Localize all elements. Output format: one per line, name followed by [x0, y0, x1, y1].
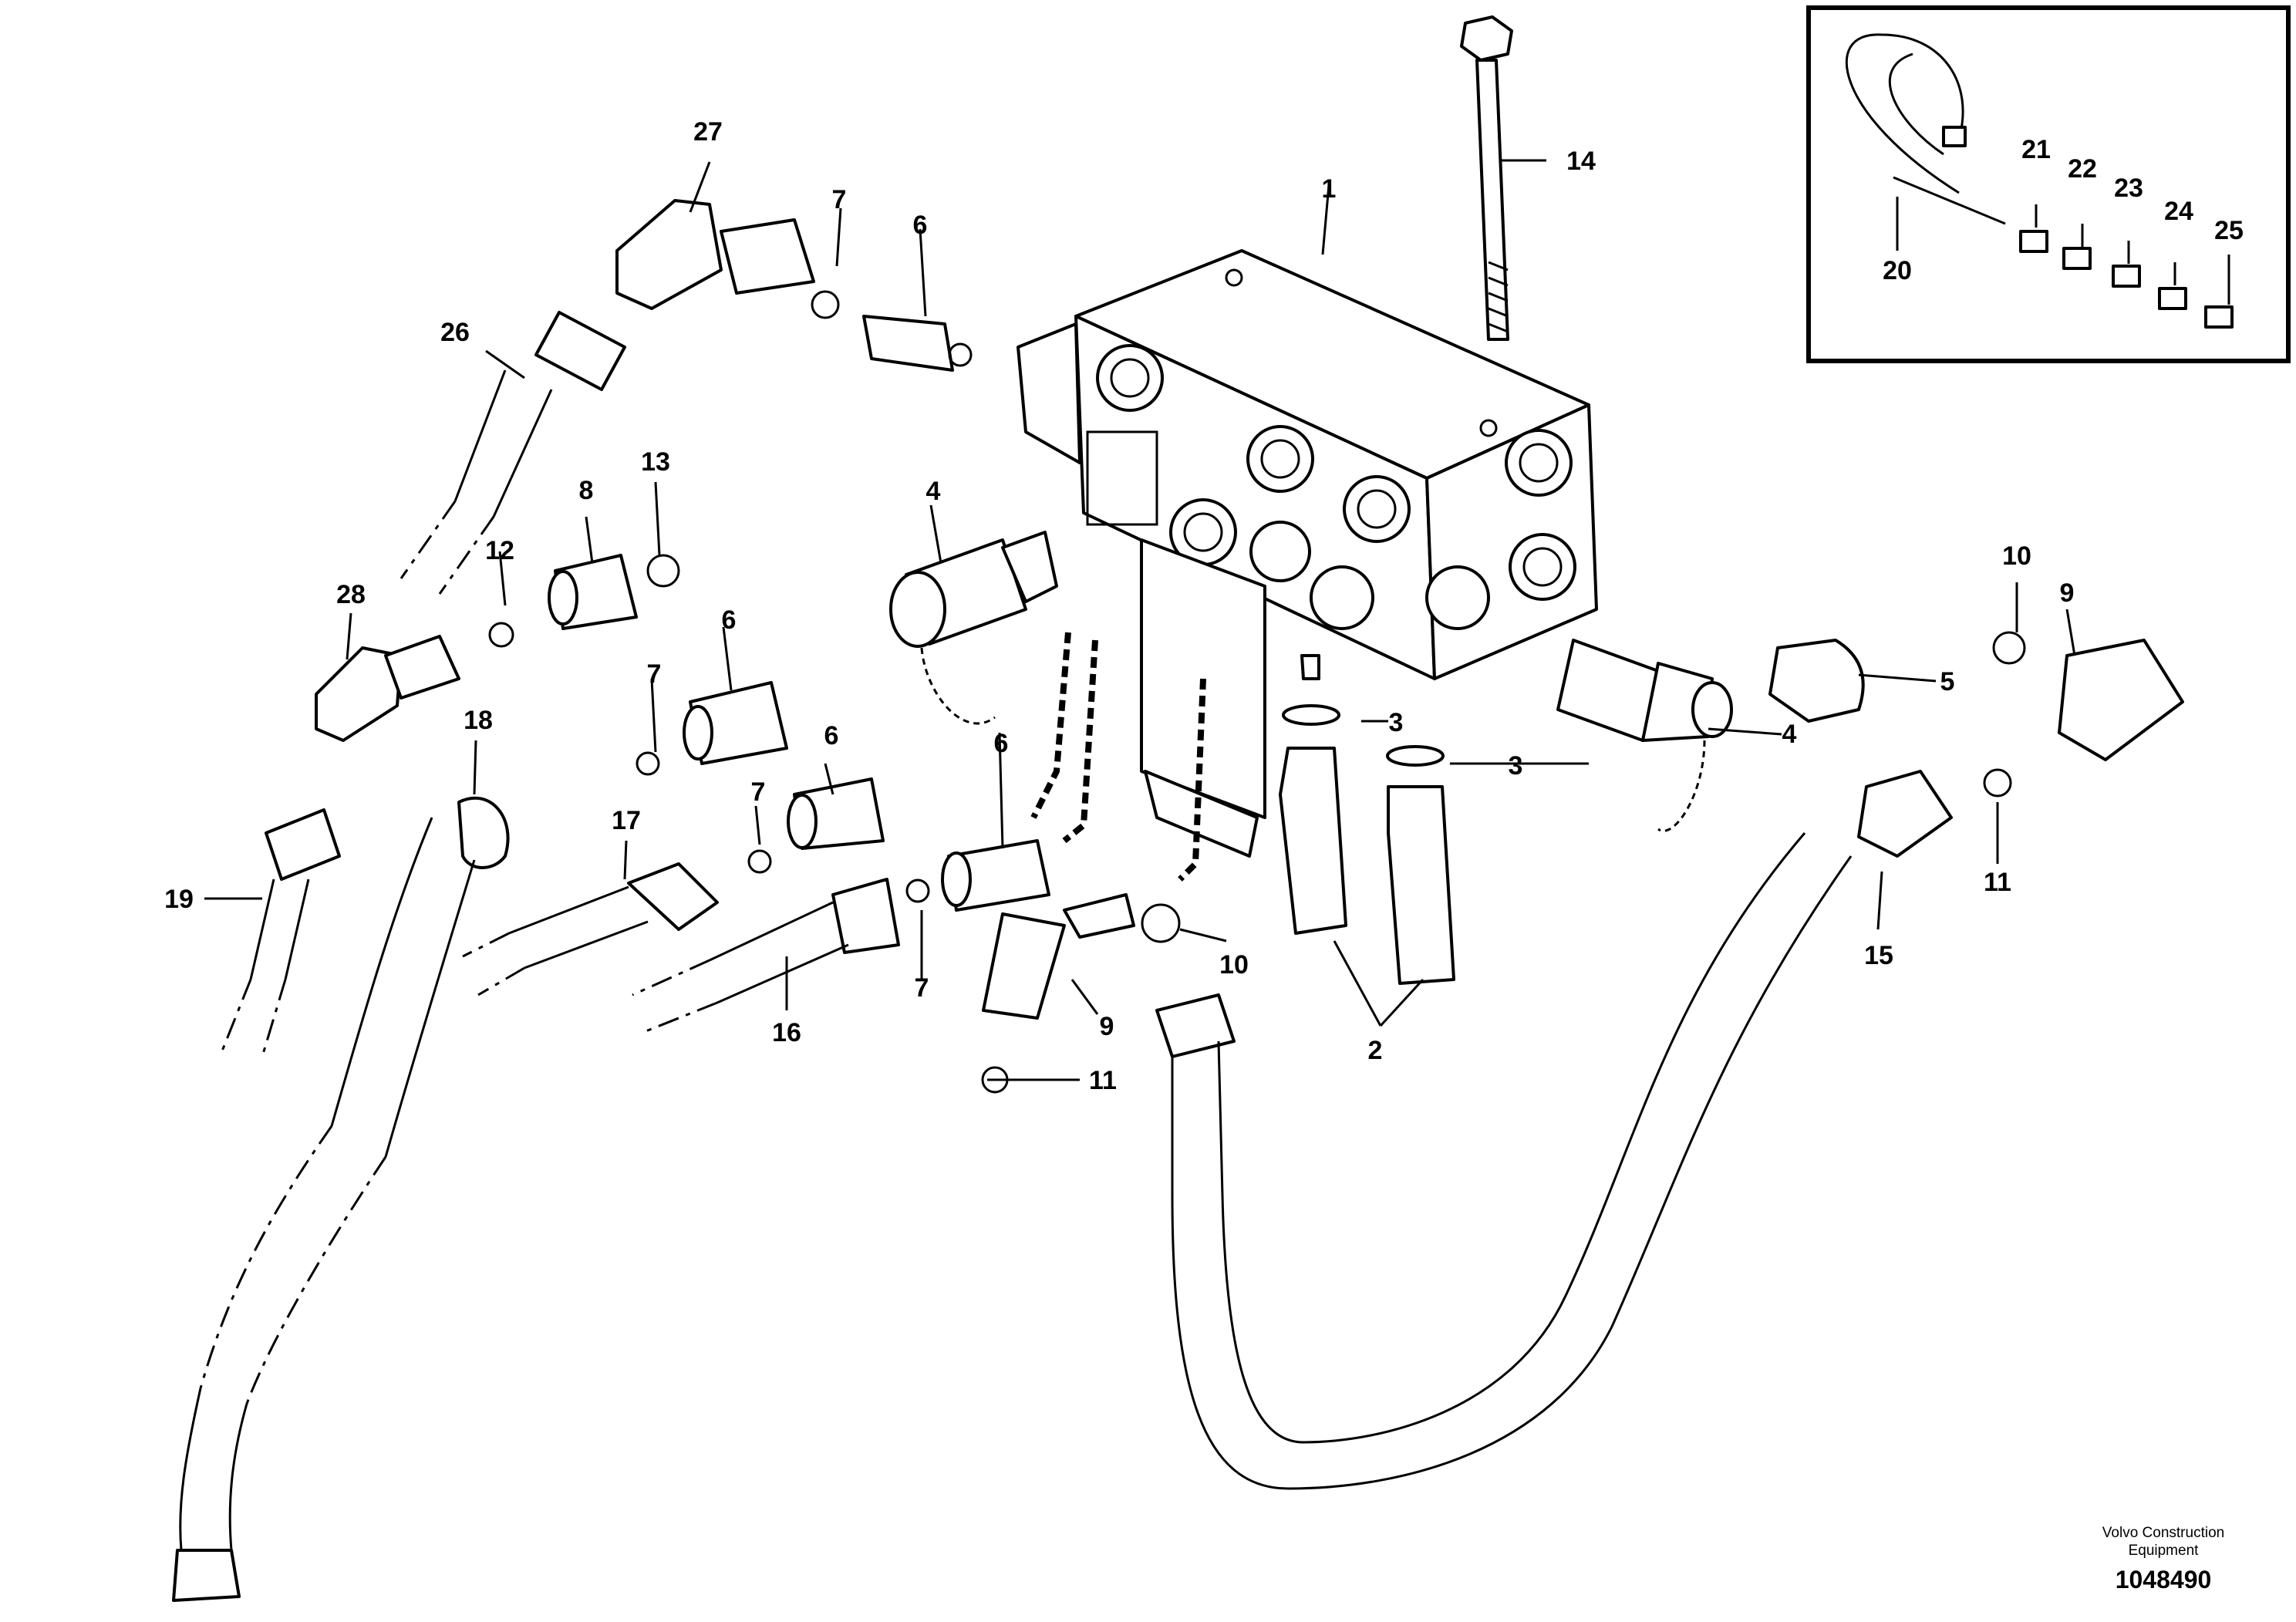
- elbows: [315, 199, 815, 742]
- part-label: 6: [824, 721, 839, 750]
- drawing-number: 1048490: [2115, 1566, 2212, 1593]
- clip-22: [2062, 247, 2092, 270]
- part-label: 18: [464, 706, 493, 735]
- credit-company: Volvo Construction: [2102, 1525, 2225, 1541]
- part-label: 12: [485, 536, 514, 565]
- part-labels: 1 2 3 3 4 4 5 6 6 6 6 7 7 7 7 8 9 9 10 1…: [164, 117, 2244, 1095]
- lower-couplings: [1279, 654, 1455, 985]
- clip-23: [2112, 265, 2141, 288]
- clip-24: [2158, 287, 2187, 310]
- hoses: [172, 311, 1953, 1602]
- part-label: 1: [1322, 174, 1337, 204]
- part-label: 10: [2002, 541, 2031, 571]
- part-label: 7: [647, 659, 662, 689]
- cable-tie-head: [1942, 126, 1967, 147]
- long-bolt: [1460, 15, 1513, 341]
- part-label: 19: [164, 885, 194, 914]
- part-label: 3: [1509, 751, 1523, 781]
- part-label: 20: [1883, 256, 1912, 285]
- part-label: 24: [2164, 197, 2193, 226]
- quick-coupler-left: [889, 531, 1058, 725]
- part-label: 16: [772, 1018, 801, 1047]
- part-label: 4: [1782, 720, 1797, 749]
- part-label: 6: [913, 211, 928, 240]
- valve-block: [1017, 249, 1598, 858]
- part-label: 4: [926, 477, 941, 506]
- part-label: 3: [1389, 708, 1404, 737]
- clip-25: [2204, 305, 2234, 329]
- part-label: 9: [2060, 578, 2075, 608]
- part-label: 6: [722, 605, 737, 635]
- part-label: 11: [1089, 1066, 1117, 1095]
- part-label: 9: [1100, 1012, 1114, 1041]
- part-label: 6: [994, 729, 1009, 758]
- part-label: 22: [2068, 154, 2097, 184]
- part-label: 17: [612, 806, 641, 835]
- part-label: 26: [440, 318, 470, 347]
- part-label: 23: [2114, 174, 2143, 203]
- part-label: 7: [832, 185, 847, 214]
- leader-lines: [204, 159, 2230, 1081]
- fittings: [488, 290, 2184, 1094]
- part-label: 28: [336, 580, 366, 609]
- clip-21: [2019, 230, 2048, 253]
- quick-coupler-right: [1556, 639, 1733, 832]
- part-label: 5: [1940, 667, 1955, 696]
- part-label: 15: [1864, 941, 1893, 970]
- inset-box: [1806, 5, 2291, 363]
- part-label: 2: [1368, 1036, 1383, 1065]
- part-label: 13: [641, 447, 670, 477]
- part-label: 25: [2214, 216, 2244, 245]
- routing-lines: [1030, 632, 1206, 882]
- part-label: 11: [1984, 868, 2011, 897]
- part-label: 10: [1219, 950, 1249, 980]
- part-label: 27: [693, 117, 723, 147]
- part-label: 8: [579, 476, 594, 505]
- part-label: 7: [751, 777, 766, 807]
- plug: [1768, 639, 1865, 723]
- part-label: 7: [915, 973, 929, 1003]
- credit-company-line2: Equipment: [2128, 1543, 2199, 1559]
- part-label: 14: [1566, 147, 1596, 176]
- cable-tie: [1845, 33, 1964, 194]
- part-label: 21: [2021, 135, 2051, 164]
